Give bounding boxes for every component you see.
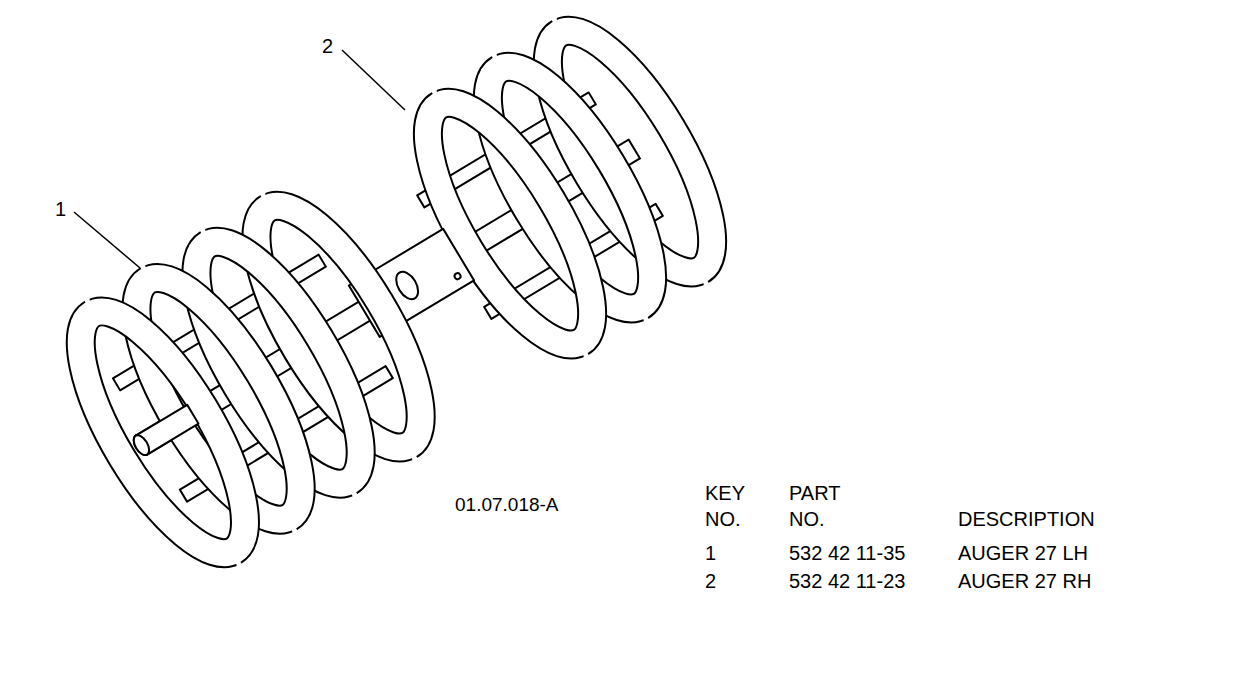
figure-code: 01.07.018-A <box>455 492 559 518</box>
table-cell: AUGER 27 LH <box>958 540 1088 566</box>
callout-number: 2 <box>322 33 333 59</box>
table-cell: 532 42 11-35 <box>789 540 905 566</box>
callout-number: 1 <box>55 196 66 222</box>
table-cell: 532 42 11-23 <box>789 568 905 594</box>
table-cell: AUGER 27 RH <box>958 568 1091 594</box>
leader-line <box>342 50 405 110</box>
table-header: DESCRIPTION <box>958 506 1095 532</box>
table-header: KEY NO. <box>705 480 760 532</box>
table-cell: 1 <box>705 540 716 566</box>
table-header: PART NO. <box>789 480 854 532</box>
table-cell: 2 <box>705 568 716 594</box>
leader-line <box>74 212 140 268</box>
